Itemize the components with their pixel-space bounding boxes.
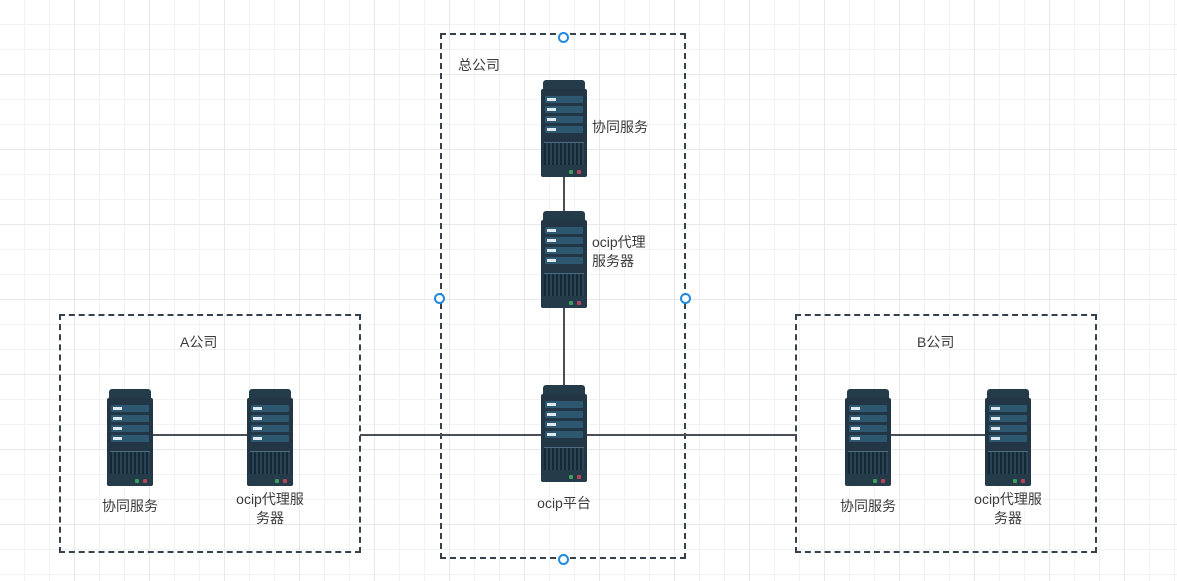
server-top-cap bbox=[987, 389, 1029, 398]
server-top-cap bbox=[543, 385, 585, 394]
connector-a-collab-to-proxy[interactable] bbox=[152, 434, 248, 436]
status-led-green-icon bbox=[873, 479, 877, 483]
server-drive-slots bbox=[541, 223, 587, 270]
server-base-panel bbox=[986, 474, 1030, 486]
server-top-cap bbox=[847, 389, 889, 398]
server-icon-hq-collab-server[interactable] bbox=[541, 80, 587, 177]
connector-hq-platform-to-b[interactable] bbox=[563, 434, 797, 436]
server-drive-slots bbox=[541, 397, 587, 444]
group-label-company-b: B公司 bbox=[917, 334, 955, 350]
status-led-red-icon bbox=[1021, 479, 1025, 483]
server-icon-a-collab-server[interactable] bbox=[107, 389, 153, 486]
server-drive-slots bbox=[985, 401, 1031, 448]
selection-handle-top[interactable] bbox=[558, 32, 569, 43]
node-label-hq-collab-server: 协同服务 bbox=[592, 119, 648, 135]
server-top-cap bbox=[249, 389, 291, 398]
server-vent-grille bbox=[848, 451, 888, 475]
server-base-panel bbox=[108, 474, 152, 486]
connector-b-collab-to-proxy[interactable] bbox=[890, 434, 986, 436]
status-led-green-icon bbox=[569, 170, 573, 174]
group-label-company-a: A公司 bbox=[180, 334, 218, 350]
node-label-a-collab-server: 协同服务 bbox=[102, 498, 158, 514]
server-icon-hq-ocip-proxy-server[interactable] bbox=[541, 211, 587, 308]
server-base-panel bbox=[248, 474, 292, 486]
server-icon-hq-ocip-platform[interactable] bbox=[541, 385, 587, 482]
status-led-green-icon bbox=[275, 479, 279, 483]
server-drive-slots bbox=[845, 401, 891, 448]
server-top-cap bbox=[109, 389, 151, 398]
status-led-green-icon bbox=[135, 479, 139, 483]
server-vent-grille bbox=[110, 451, 150, 475]
server-drive-slots bbox=[107, 401, 153, 448]
selection-handle-right[interactable] bbox=[680, 293, 691, 304]
group-box-company-b[interactable] bbox=[795, 314, 1097, 553]
node-label-b-ocip-proxy-server: ocip代理服 务器 bbox=[974, 491, 1042, 526]
selection-handle-left[interactable] bbox=[434, 293, 445, 304]
connector-hq-proxy-to-platform[interactable] bbox=[563, 307, 565, 386]
server-vent-grille bbox=[544, 273, 584, 297]
server-base-panel bbox=[542, 165, 586, 177]
server-drive-slots bbox=[247, 401, 293, 448]
status-led-red-icon bbox=[881, 479, 885, 483]
server-base-panel bbox=[846, 474, 890, 486]
status-led-red-icon bbox=[577, 475, 581, 479]
status-led-red-icon bbox=[283, 479, 287, 483]
server-icon-b-collab-server[interactable] bbox=[845, 389, 891, 486]
server-base-panel bbox=[542, 296, 586, 308]
server-vent-grille bbox=[250, 451, 290, 475]
server-icon-a-ocip-proxy-server[interactable] bbox=[247, 389, 293, 486]
connector-a-to-hq-platform[interactable] bbox=[360, 434, 564, 436]
selection-handle-bottom[interactable] bbox=[558, 554, 569, 565]
status-led-red-icon bbox=[143, 479, 147, 483]
status-led-green-icon bbox=[569, 475, 573, 479]
server-vent-grille bbox=[988, 451, 1028, 475]
server-vent-grille bbox=[544, 142, 584, 166]
node-label-b-collab-server: 协同服务 bbox=[840, 498, 896, 514]
connector-hq-collab-to-proxy[interactable] bbox=[563, 176, 565, 212]
status-led-green-icon bbox=[569, 301, 573, 305]
status-led-green-icon bbox=[1013, 479, 1017, 483]
server-base-panel bbox=[542, 470, 586, 482]
status-led-red-icon bbox=[577, 301, 581, 305]
server-drive-slots bbox=[541, 92, 587, 139]
server-top-cap bbox=[543, 80, 585, 89]
group-box-company-a[interactable] bbox=[59, 314, 361, 553]
server-vent-grille bbox=[544, 447, 584, 471]
group-label-headquarters: 总公司 bbox=[458, 57, 500, 73]
server-icon-b-ocip-proxy-server[interactable] bbox=[985, 389, 1031, 486]
node-label-hq-ocip-platform: ocip平台 bbox=[537, 495, 591, 511]
node-label-hq-ocip-proxy-server: ocip代理 服务器 bbox=[592, 234, 646, 269]
server-top-cap bbox=[543, 211, 585, 220]
node-label-a-ocip-proxy-server: ocip代理服 务器 bbox=[236, 491, 304, 526]
status-led-red-icon bbox=[577, 170, 581, 174]
